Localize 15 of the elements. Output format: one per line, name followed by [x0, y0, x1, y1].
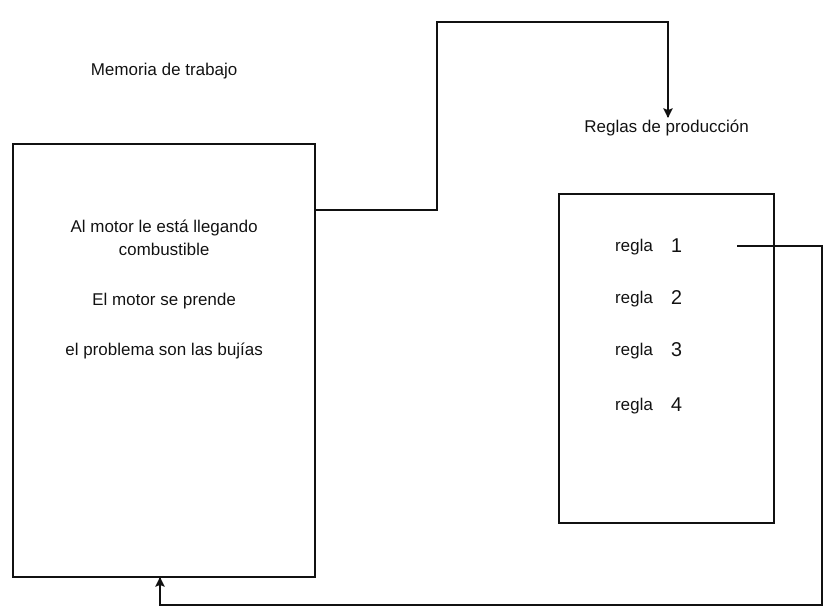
rule-label: regla [615, 288, 653, 308]
box-heading: Reglas de producción [584, 117, 749, 138]
rule-number: 4 [670, 394, 682, 416]
fact-text: El motor se prende [91, 289, 237, 311]
rule-number: 2 [670, 286, 682, 310]
rule-label: regla [615, 236, 653, 256]
arrow [155, 245, 823, 606]
rule-number: 1 [670, 234, 682, 258]
arrow [316, 21, 673, 211]
fact-text: el problema son las bujías [64, 339, 264, 361]
rule-number: 3 [670, 338, 682, 362]
fact-text: Al motor le está llegando combustible [69, 216, 259, 261]
rule-label: regla [615, 340, 653, 360]
rule-label: regla [615, 395, 653, 415]
box-heading: Memoria de trabajo [90, 60, 238, 81]
